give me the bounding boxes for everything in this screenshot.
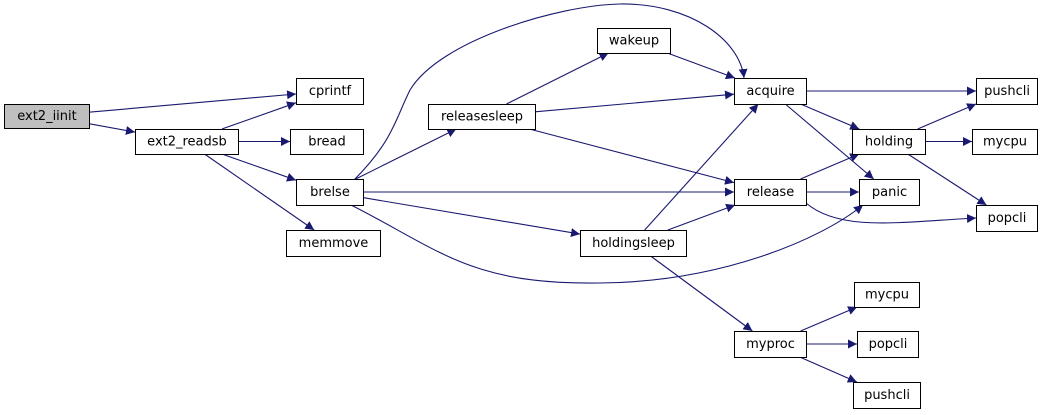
- node-label: mycpu: [865, 288, 909, 303]
- node-myproc-mycpu[interactable]: mycpu: [854, 282, 920, 308]
- node-holding[interactable]: holding: [852, 129, 926, 155]
- node-box[interactable]: [734, 331, 807, 358]
- node-box[interactable]: [290, 129, 364, 155]
- node-acquire[interactable]: acquire: [734, 78, 807, 105]
- node-myproc[interactable]: myproc: [734, 331, 807, 358]
- node-wakeup[interactable]: wakeup: [597, 28, 671, 54]
- edges-layer: [88, 3, 987, 383]
- node-label: ext2_iinit: [17, 109, 77, 124]
- node-cprintf[interactable]: cprintf: [296, 78, 364, 105]
- node-box[interactable]: [976, 78, 1038, 105]
- node-box[interactable]: [859, 179, 920, 206]
- node-box[interactable]: [428, 104, 536, 130]
- node-label: panic: [872, 185, 907, 200]
- node-label: pushcli: [984, 84, 1030, 99]
- edge-ext2-iinit-to-cprintf: [88, 90, 297, 113]
- edge-ext2-readsb-to-brelse: [221, 153, 297, 182]
- node-pushcli[interactable]: pushcli: [976, 78, 1038, 105]
- edge-holding-to-popcli: [907, 153, 987, 206]
- node-label: wakeup: [609, 34, 659, 49]
- node-box[interactable]: [296, 179, 364, 206]
- node-panic[interactable]: panic: [859, 179, 920, 206]
- edge-wakeup-to-acquire: [667, 52, 736, 80]
- node-box[interactable]: [734, 179, 807, 206]
- node-releasesleep[interactable]: releasesleep: [428, 104, 536, 130]
- edge-holdingsleep-to-myproc: [650, 255, 753, 332]
- node-box[interactable]: [580, 230, 687, 257]
- node-box[interactable]: [976, 205, 1038, 232]
- node-memmove[interactable]: memmove: [286, 230, 381, 257]
- edge-acquire-to-panic: [784, 103, 875, 180]
- node-box[interactable]: [972, 129, 1038, 155]
- node-label: popcli: [988, 211, 1027, 226]
- node-box[interactable]: [854, 282, 920, 308]
- edge-myproc-to-myproc-pushcli: [799, 356, 858, 383]
- edge-release-to-popcli: [805, 202, 977, 224]
- edge-brelse-to-acquire: [352, 3, 748, 182]
- edge-releasesleep-to-acquire: [534, 90, 735, 113]
- node-label: holdingsleep: [592, 236, 675, 251]
- node-label: acquire: [746, 84, 794, 99]
- node-label: cprintf: [309, 84, 352, 99]
- edge-releasesleep-to-wakeup: [506, 52, 609, 105]
- node-label: mycpu: [983, 135, 1027, 150]
- node-box[interactable]: [296, 78, 364, 105]
- edge-releasesleep-to-release: [529, 128, 735, 185]
- edge-brelse-to-panic: [350, 204, 864, 284]
- node-label: releasesleep: [441, 110, 523, 125]
- node-label: myproc: [746, 337, 795, 352]
- node-label: brelse: [310, 185, 350, 200]
- node-holdingsleep[interactable]: holdingsleep: [580, 230, 687, 257]
- node-myproc-popcli[interactable]: popcli: [857, 331, 919, 358]
- node-box[interactable]: [852, 129, 926, 155]
- node-myproc-pushcli[interactable]: pushcli: [853, 382, 921, 409]
- node-box[interactable]: [857, 331, 919, 358]
- node-label: release: [747, 185, 794, 200]
- edge-acquire-to-holding: [800, 103, 860, 130]
- edge-holdingsleep-to-release: [667, 203, 736, 231]
- node-label: memmove: [299, 236, 369, 251]
- edge-brelse-to-releasesleep: [355, 128, 457, 180]
- node-brelse[interactable]: brelse: [296, 179, 364, 206]
- edge-myproc-to-myproc-mycpu: [800, 306, 858, 332]
- node-bread[interactable]: bread: [290, 129, 364, 155]
- node-box[interactable]: [853, 382, 921, 409]
- node-label: bread: [308, 135, 346, 150]
- node-label: holding: [865, 135, 913, 150]
- edge-brelse-to-holdingsleep: [362, 197, 581, 238]
- edge-holding-to-pushcli: [917, 103, 977, 130]
- edge-ext2-readsb-to-cprintf: [221, 101, 297, 130]
- nodes-layer: ext2_iinit cprintf ext2_readsb bread brelse m…: [4, 28, 1038, 409]
- node-label: pushcli: [864, 388, 910, 403]
- node-popcli[interactable]: popcli: [976, 205, 1038, 232]
- edge-release-to-holding: [800, 153, 860, 180]
- node-mycpu[interactable]: mycpu: [972, 129, 1038, 155]
- node-ext2-iinit[interactable]: ext2_iinit: [4, 104, 90, 129]
- node-box[interactable]: [4, 104, 90, 129]
- node-label: ext2_readsb: [147, 135, 227, 150]
- edge-ext2-readsb-to-memmove: [204, 153, 315, 231]
- node-box[interactable]: [286, 230, 381, 257]
- node-release[interactable]: release: [734, 179, 807, 206]
- edge-ext2-iinit-to-ext2-readsb: [88, 123, 136, 135]
- node-box[interactable]: [734, 78, 807, 105]
- node-box[interactable]: [597, 28, 671, 54]
- edge-holdingsleep-to-acquire: [644, 103, 759, 231]
- node-label: popcli: [869, 337, 908, 352]
- node-box[interactable]: [135, 129, 239, 155]
- node-ext2-readsb[interactable]: ext2_readsb: [135, 129, 239, 155]
